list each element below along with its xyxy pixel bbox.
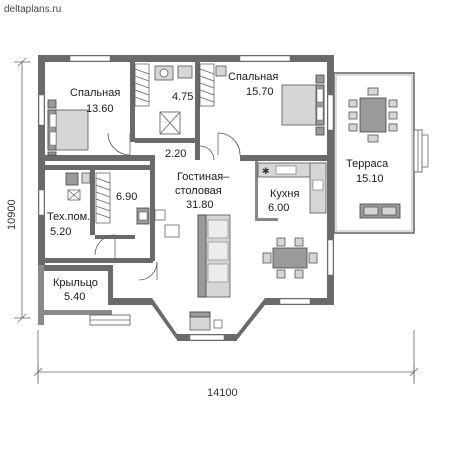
terrace <box>333 72 429 234</box>
dimension-height: 10900 <box>6 199 18 230</box>
bedroom-left-area: 13.60 <box>86 103 114 115</box>
kitchen-area: 6.00 <box>268 202 289 214</box>
living-area: 31.80 <box>186 199 214 211</box>
wardrobe-area: 6.90 <box>116 191 137 203</box>
wardrobe-bedroom-right <box>199 63 227 107</box>
bedroom-right-area: 15.70 <box>246 86 274 98</box>
bathroom <box>154 65 193 135</box>
bedroom-right <box>217 74 325 156</box>
bedroom-left <box>47 99 131 156</box>
wardrobe-bedroom-left <box>134 63 150 107</box>
wardrobe-room <box>95 172 111 224</box>
terrace-area: 15.10 <box>356 173 384 185</box>
terrace-name: Терраса <box>346 158 389 170</box>
bedroom-right-name: Спальная <box>228 71 278 83</box>
kitchen-name: Кухня <box>270 188 299 200</box>
dimension-lines <box>14 57 419 384</box>
terrace-table <box>359 97 387 133</box>
windows <box>38 55 334 341</box>
dimension-width: 14100 <box>207 387 238 399</box>
living-name-line1: Гостиная– <box>177 171 230 183</box>
boiler <box>65 172 79 186</box>
porch-name: Крыльцо <box>53 277 98 289</box>
bathroom-area: 4.75 <box>172 91 193 103</box>
tech-room-name: Тех.пом. <box>47 211 90 223</box>
kitchen: ✱ <box>257 162 327 214</box>
interior-walls <box>45 62 327 263</box>
hall-area: 2.20 <box>165 148 186 160</box>
dining-table <box>272 247 308 269</box>
living-name-line2: столовая <box>175 185 222 197</box>
porch-area: 5.40 <box>64 291 85 303</box>
living-dining <box>136 207 318 331</box>
porch-steps <box>38 314 131 326</box>
tech-room-area: 5.20 <box>50 226 71 238</box>
site-name: deltaplans.ru <box>4 4 61 15</box>
svg-text:✱: ✱ <box>262 167 270 177</box>
tech-room <box>65 172 116 258</box>
bedroom-left-name: Спальная <box>70 87 120 99</box>
